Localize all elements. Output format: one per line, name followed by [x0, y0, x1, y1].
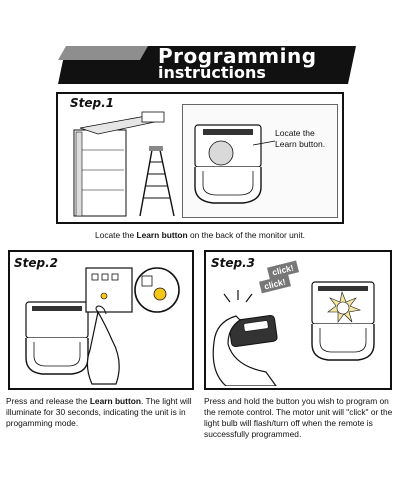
step2-caption-pre: Press and release the — [6, 396, 90, 406]
header-banner — [58, 38, 358, 86]
step3-caption: Press and hold the button you wish to pr… — [204, 396, 393, 439]
page-title: Programming — [158, 44, 317, 68]
step1-tag-box — [68, 96, 112, 110]
step3-illustration — [206, 262, 390, 387]
step2-caption-bold: Learn button — [89, 396, 141, 406]
step1-inset — [182, 104, 338, 218]
step1-caption-post: on the back of the monitor unit. — [187, 230, 305, 240]
step1-callout: Locate the Learn button. — [275, 128, 326, 149]
step2-caption: Press and release the Learn button. The … — [6, 396, 198, 429]
page-subtitle: instructions — [158, 63, 266, 82]
step1-tag: Step.1 — [70, 96, 115, 110]
step2-tag: Step.2 — [14, 256, 59, 270]
step2-illustration — [12, 266, 192, 386]
step3-tag: Step.3 — [211, 256, 256, 270]
step1-caption-bold: Learn button — [136, 230, 188, 240]
garage-illustration — [66, 110, 180, 218]
step2-caption-post: . The light will illuminate for 30 secon… — [6, 396, 192, 428]
step1-caption-pre: Locate the — [95, 230, 137, 240]
step1-caption: Locate the Learn button on the back of t… — [0, 230, 400, 241]
